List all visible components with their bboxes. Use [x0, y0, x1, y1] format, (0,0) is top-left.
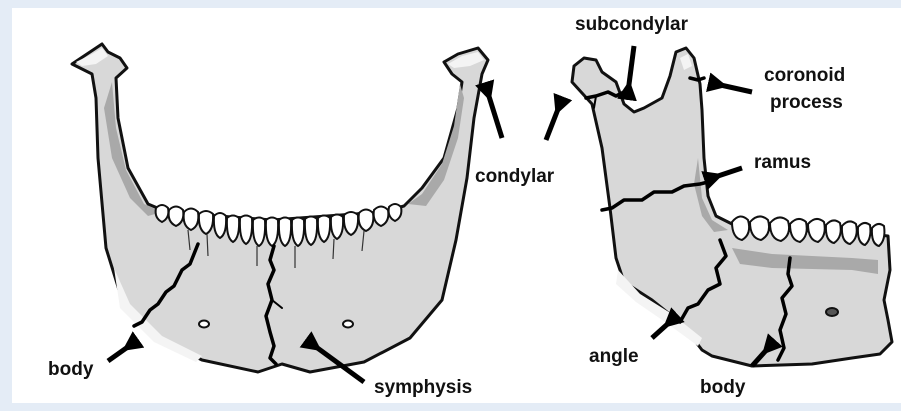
mandible-front-outline [72, 44, 488, 372]
arrow-ramus [712, 168, 742, 178]
mental-foramen-left [199, 321, 209, 328]
tooth [331, 215, 343, 240]
mandible-fracture-diagram: subcondylar coronoid process condylar ra… [12, 8, 901, 403]
tooth [199, 211, 213, 234]
tooth [266, 218, 278, 247]
label-condylar: condylar [475, 166, 555, 187]
label-angle: angle [589, 346, 639, 367]
arrow-angle [652, 320, 672, 338]
tooth [292, 218, 304, 247]
tooth [858, 223, 871, 245]
tooth [826, 220, 841, 243]
label-coronoid: coronoid [764, 65, 845, 86]
tooth [253, 218, 265, 247]
mental-foramen-lateral [826, 308, 838, 316]
tooth [732, 216, 749, 240]
tooth [184, 209, 199, 231]
tooth [240, 216, 252, 245]
tooth [214, 213, 226, 238]
tooth [305, 217, 317, 246]
label-ramus: ramus [754, 152, 811, 173]
tooth [359, 210, 374, 232]
label-symphysis: symphysis [374, 377, 472, 398]
mandible-front-view [72, 44, 488, 372]
tooth [279, 218, 291, 247]
tooth [872, 224, 885, 246]
label-body-front: body [48, 359, 94, 380]
diagram-panel: subcondylar coronoid process condylar ra… [12, 8, 901, 403]
label-subcondylar: subcondylar [575, 14, 689, 35]
arrow-subcondylar [628, 46, 634, 92]
mandible-lateral-view [572, 48, 892, 366]
tooth [344, 212, 358, 235]
arrow-coronoid [716, 84, 752, 92]
tooth [374, 207, 389, 227]
tooth [156, 205, 169, 222]
arrow-condylar-lateral [546, 104, 560, 140]
tooth [389, 204, 402, 221]
tooth [842, 221, 857, 244]
tooth [318, 216, 330, 243]
label-body-lateral: body [700, 377, 746, 398]
arrow-body-front [108, 344, 132, 361]
tooth [227, 216, 239, 243]
arrow-condylar-front [487, 90, 502, 138]
fracture-coronoid [690, 78, 704, 80]
mental-foramen-right [343, 321, 353, 328]
tooth [169, 207, 184, 227]
label-process: process [770, 92, 843, 113]
